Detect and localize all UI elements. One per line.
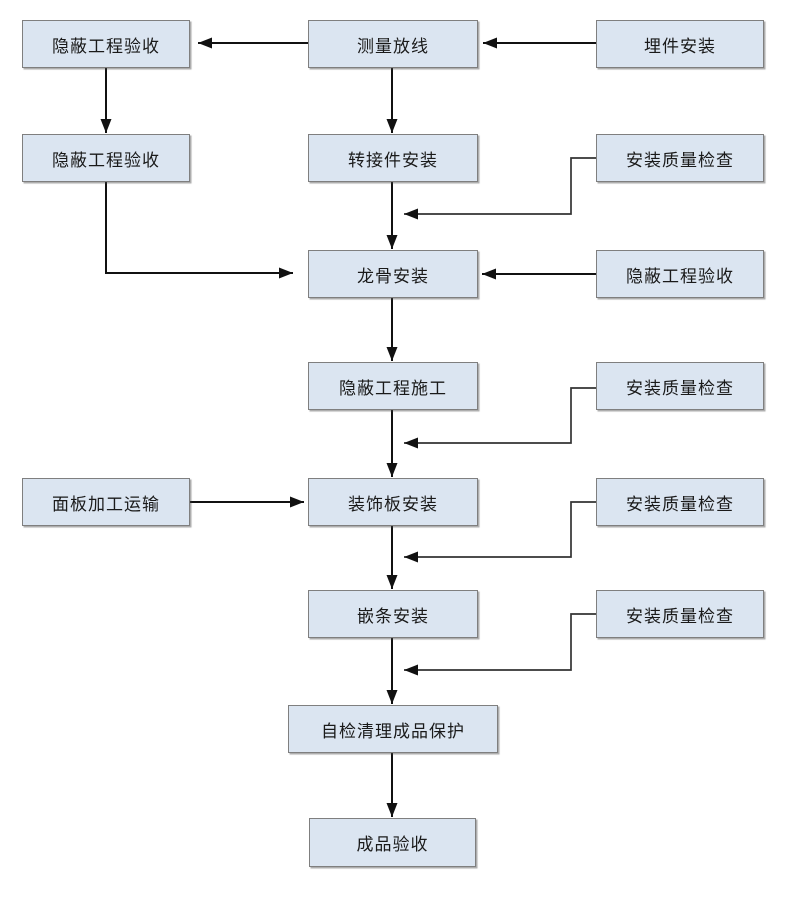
node-label: 埋件安装 (644, 36, 716, 56)
node-trim-strip-installation: 嵌条安装 (308, 590, 478, 638)
node-label: 隐蔽工程验收 (52, 36, 160, 56)
node-label: 隐蔽工程验收 (626, 266, 734, 286)
node-label: 测量放线 (357, 36, 429, 56)
node-panel-processing-transport: 面板加工运输 (22, 478, 190, 526)
node-hidden-works-acceptance-3: 隐蔽工程验收 (596, 250, 764, 298)
node-label: 安装质量检查 (626, 150, 734, 170)
node-decorative-panel-installation: 装饰板安装 (308, 478, 478, 526)
node-label: 自检清理成品保护 (321, 721, 465, 741)
node-label: 安装质量检查 (626, 606, 734, 626)
node-quality-check-3: 安装质量检查 (596, 478, 764, 526)
node-label: 装饰板安装 (348, 494, 438, 514)
node-hidden-works-acceptance-1: 隐蔽工程验收 (22, 20, 190, 68)
node-label: 龙骨安装 (357, 266, 429, 286)
node-label: 隐蔽工程施工 (339, 378, 447, 398)
node-label: 隐蔽工程验收 (52, 150, 160, 170)
node-embed-installation: 埋件安装 (596, 20, 764, 68)
node-label: 成品验收 (356, 835, 429, 854)
node-finished-product-acceptance: 成品验收 (309, 818, 476, 867)
node-label: 转接件安装 (348, 150, 438, 170)
node-quality-check-1: 安装质量检查 (596, 134, 764, 182)
node-hidden-works-construction: 隐蔽工程施工 (308, 362, 478, 410)
node-label: 面板加工运输 (52, 494, 160, 514)
node-hidden-works-acceptance-2: 隐蔽工程验收 (22, 134, 190, 182)
node-label: 安装质量检查 (626, 378, 734, 398)
node-quality-check-4: 安装质量检查 (596, 590, 764, 638)
node-label: 嵌条安装 (357, 606, 429, 626)
connector-hidden2-to-keel (105, 182, 293, 279)
node-measure-setting-out: 测量放线 (308, 20, 478, 68)
node-label: 安装质量检查 (626, 494, 734, 514)
node-adapter-installation: 转接件安装 (308, 134, 478, 182)
node-selfcheck-cleanup-protection: 自检清理成品保护 (288, 705, 498, 753)
node-quality-check-2: 安装质量检查 (596, 362, 764, 410)
node-keel-installation: 龙骨安装 (308, 250, 478, 298)
